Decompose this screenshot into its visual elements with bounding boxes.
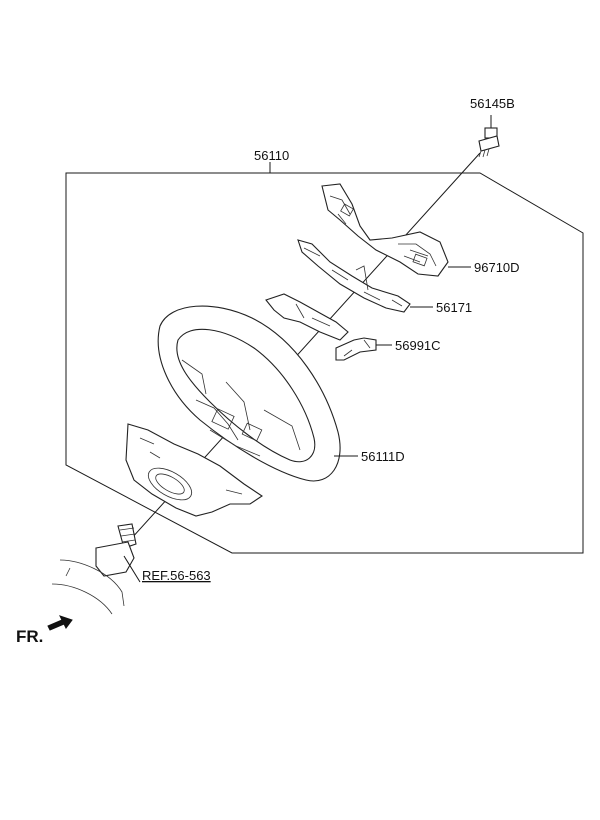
front-arrow-icon [47, 615, 73, 631]
label-96710d: 96710D [474, 260, 520, 275]
label-56111d: 56111D [361, 449, 405, 464]
label-56171: 56171 [436, 300, 472, 315]
label-56991c: 56991C [395, 338, 441, 353]
steering-column-part [51, 523, 137, 615]
leader-ref [123, 555, 141, 583]
label-ref-56-563[interactable]: REF.56-563 [142, 568, 211, 583]
harness-main-part [297, 239, 411, 313]
label-front: FR. [16, 627, 43, 646]
harness-sub-part [265, 293, 377, 361]
label-56145b: 56145B [470, 96, 515, 111]
steering-wheel-part [157, 305, 341, 482]
lower-cover-part [125, 423, 263, 517]
switch-assy-part [321, 183, 449, 277]
bolt-part [478, 115, 500, 158]
label-56110: 56110 [254, 148, 289, 163]
assembly-frame [65, 172, 584, 554]
